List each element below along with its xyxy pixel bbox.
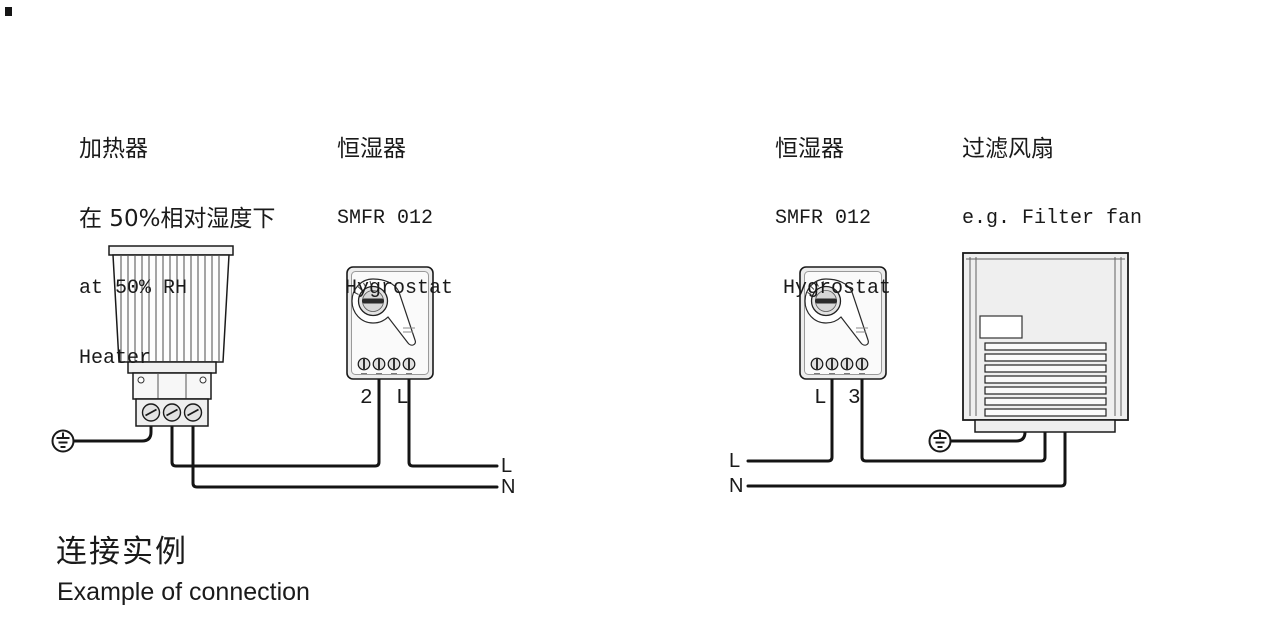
hygrostat-model-left: SMFR 012 [337, 207, 434, 230]
terminal-label-l-right: L [814, 387, 827, 410]
wire-heater-to-hygrostat [170, 370, 381, 468]
terminal-label-l-left: L [396, 387, 409, 410]
wire-ground-to-heater [72, 424, 153, 443]
terminal-label-3: 3 [848, 387, 861, 410]
ground-symbol-left [51, 429, 75, 453]
wire-heater-to-neutral [191, 424, 499, 489]
wire-neutral-to-fan [746, 426, 1067, 488]
caption-title-zh: 连接实例 [56, 534, 188, 570]
ground-symbol-right [928, 429, 952, 453]
heater-fins [120, 256, 220, 361]
hygrostat-model-right: SMFR 012 [775, 207, 872, 230]
fan-label-block: 过滤风扇 e.g. Filter fan [962, 96, 1142, 272]
hygrostat-label-block-right: 恒湿器 SMFR 012 Hygrostat [775, 96, 891, 342]
filter-fan-device [962, 252, 1129, 433]
fan-base [974, 419, 1116, 433]
heater-label-block: 加热器 在 50%相对湿度下 at 50% RH Heater [79, 96, 275, 412]
hygrostat-name-en-left: Hygrostat [345, 277, 454, 300]
wires [72, 370, 1067, 489]
wire-hygrostat-to-fan [860, 370, 1047, 463]
caption-title-en: Example of connection [57, 578, 310, 606]
fan-louvers [984, 342, 1107, 417]
fan-name-en: e.g. Filter fan [962, 207, 1143, 230]
heater-name-en: Heater [79, 347, 152, 370]
page-edge-mark [5, 7, 12, 16]
wire-live-to-hygrostat-right [746, 370, 834, 463]
hygrostat-label-block-left: 恒湿器 SMFR 012 Hygrostat [337, 96, 453, 342]
fan-name-zh: 过滤风扇 [962, 136, 1054, 162]
hygrostat-name-zh-left: 恒湿器 [337, 136, 406, 162]
hygrostat-name-en-right: Hygrostat [783, 277, 892, 300]
heater-device [108, 245, 234, 427]
wire-hygrostat-to-live [407, 370, 499, 468]
line-label-n-right: N [729, 475, 744, 497]
heater-name-zh: 加热器 [79, 136, 148, 162]
line-label-n-left: N [501, 476, 516, 498]
line-label-l-right: L [729, 450, 741, 472]
fan-badge [979, 315, 1023, 339]
line-label-l-left: L [501, 455, 513, 477]
hygrostat-name-zh-right: 恒湿器 [775, 136, 844, 162]
heater-cond-zh: 在 50%相对湿度下 [79, 206, 276, 232]
fan-frame-lines [966, 257, 1125, 416]
terminal-label-2: 2 [360, 387, 373, 410]
heater-cond-en: at 50% RH [79, 277, 188, 300]
